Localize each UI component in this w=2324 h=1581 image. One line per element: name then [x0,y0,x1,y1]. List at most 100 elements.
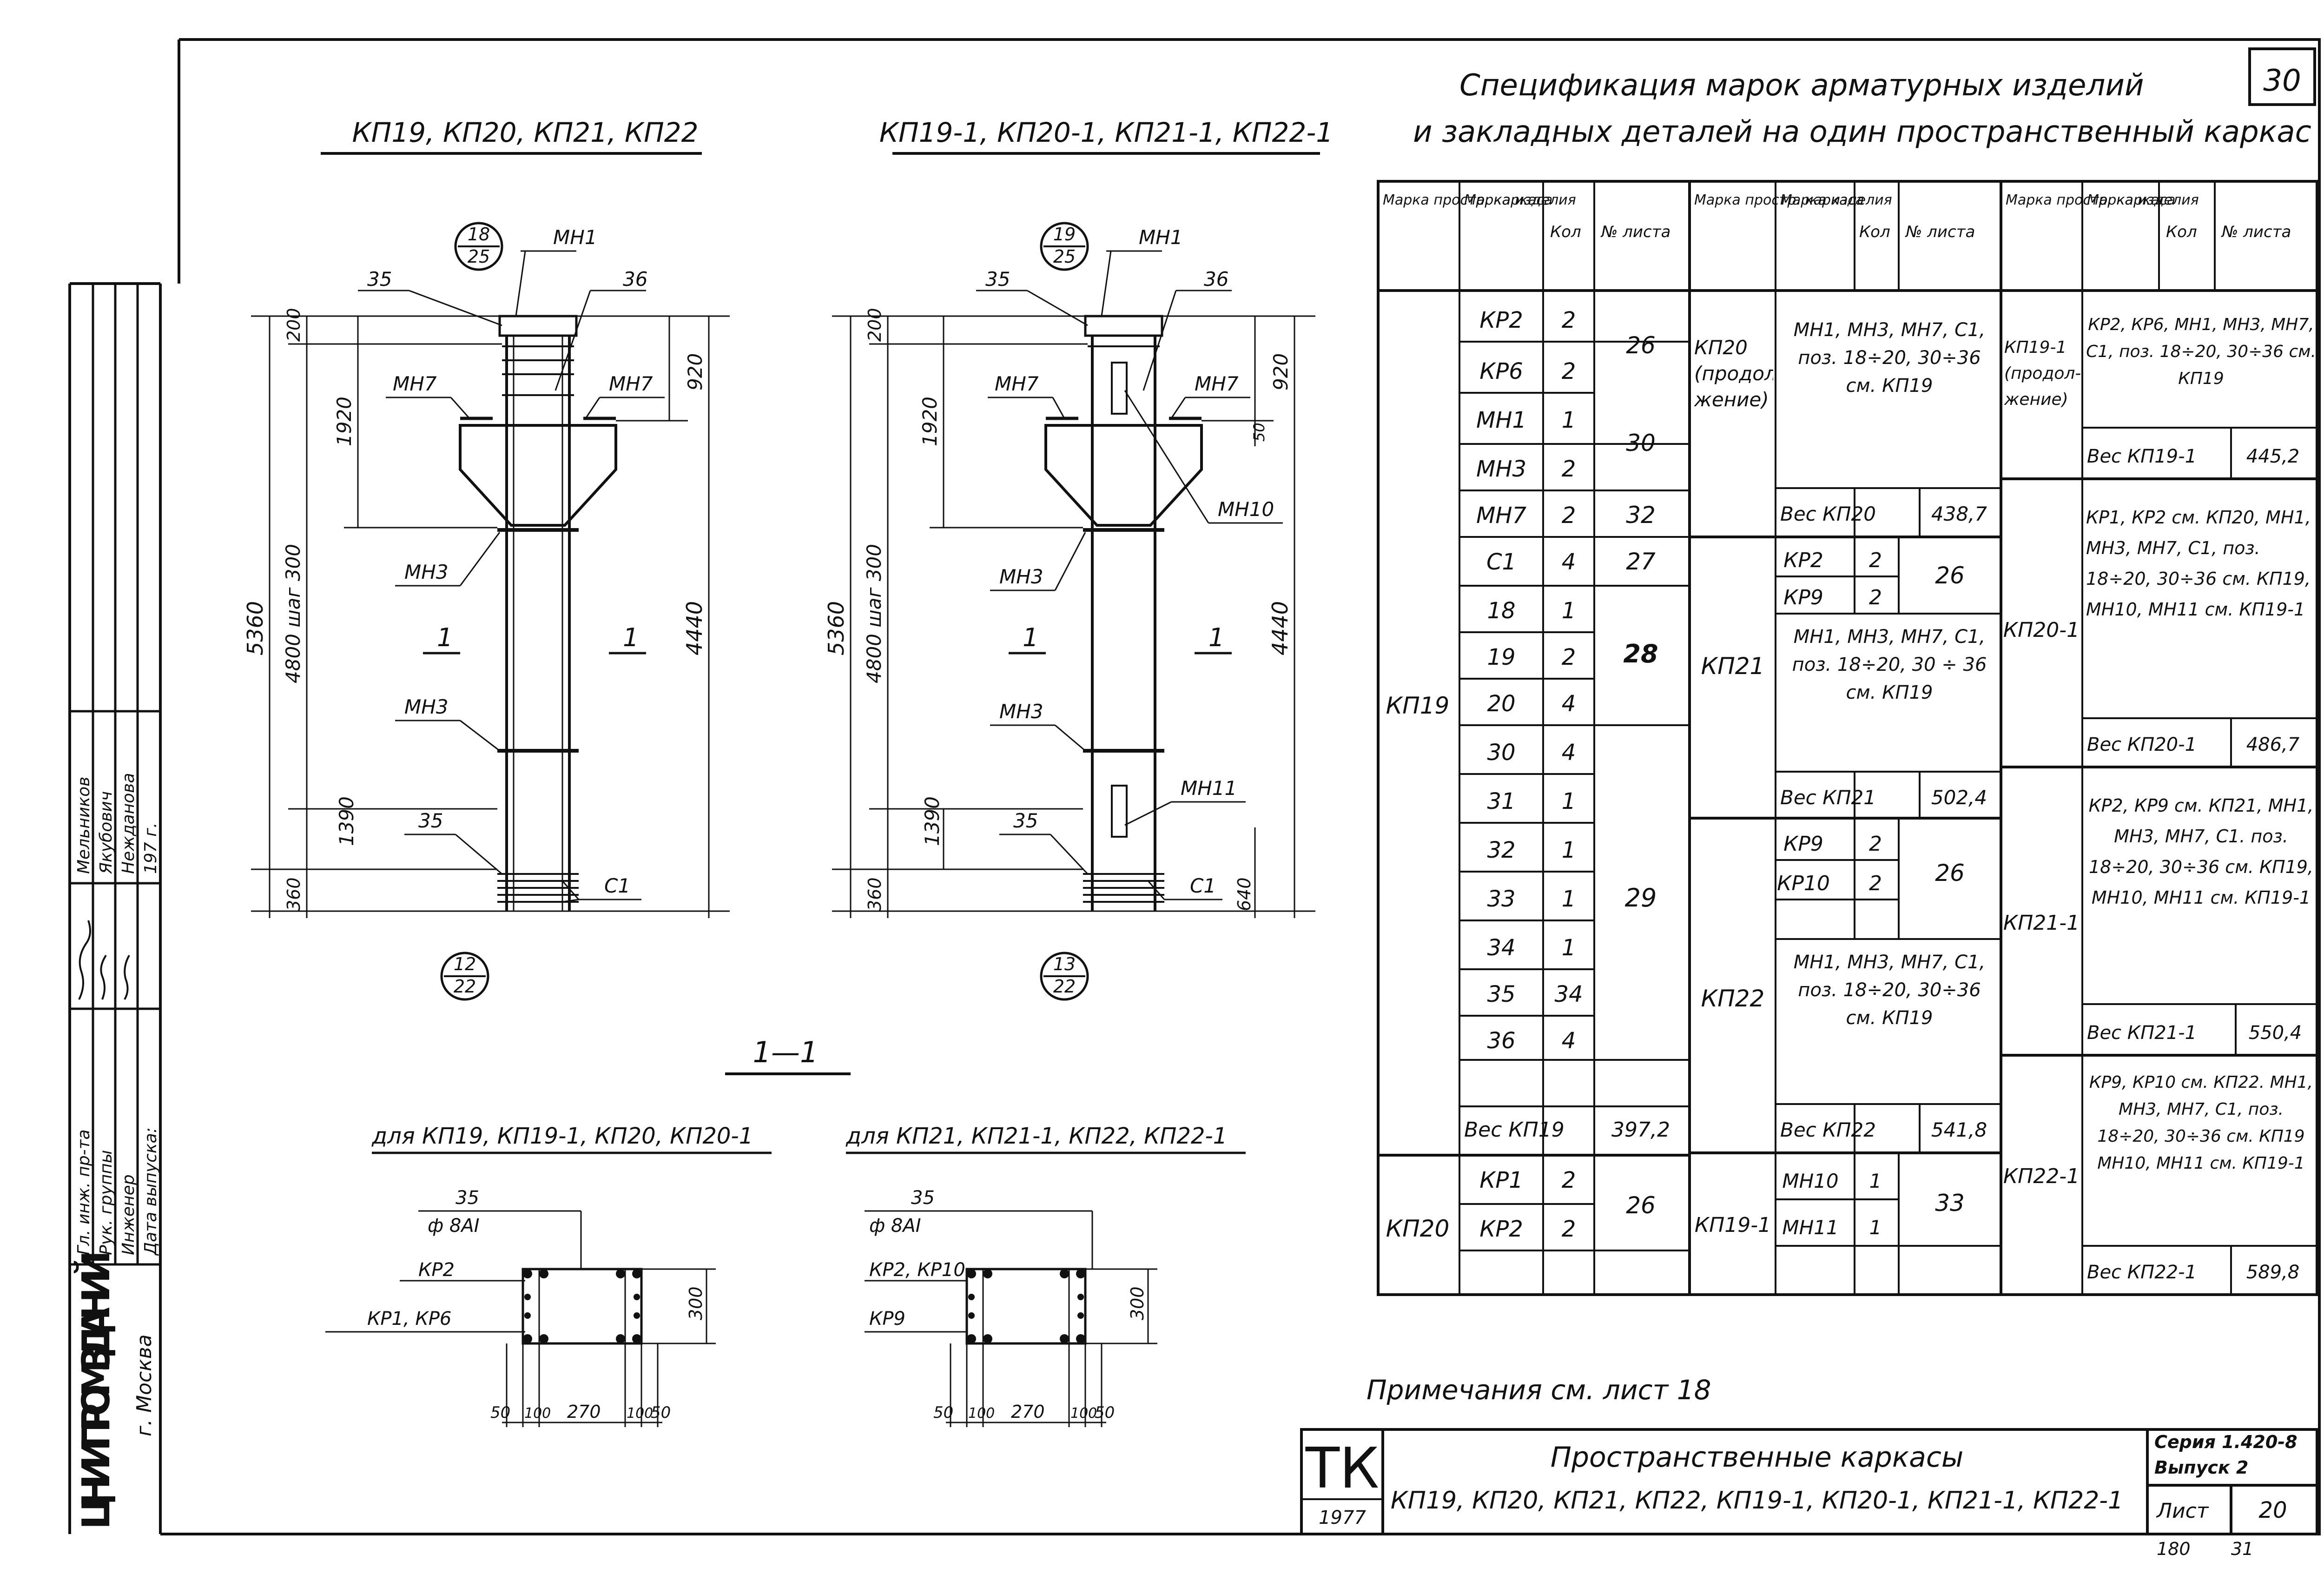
sheet-32: 32 [1626,502,1656,529]
label-mn7-right: МН7 [609,372,653,395]
weight-kp21-label: Вес КП21 [1780,786,1876,809]
svg-text:34: 34 [1487,935,1515,961]
side-stamp: Гл. инж. пр-та Рук. группы Инженер Дата … [70,284,160,1529]
svg-text:С1: С1 [1486,549,1516,575]
section-right: для КП21, КП21-1, КП22, КП22-1 35 ф 8АI … [845,1123,1246,1427]
dim-270: 270 [1011,1402,1045,1422]
svg-text:30: 30 [1487,740,1515,766]
kp21-text: МН1, МН3, МН7, С1, поз. 18÷20, 30 ÷ 36 с… [1792,626,1987,703]
svg-text:МН3: МН3 [1476,456,1526,482]
sheet-27: 27 [1626,548,1656,575]
svg-text:1: 1 [1562,837,1576,863]
dim-100-left: 100 [524,1405,551,1422]
kp20-1-text: КР1, КР2 см. КП20, МН1, МН3, МН7, С1, по… [2086,507,2311,620]
svg-text:КР1: КР1 [1479,1167,1523,1193]
stamp-city: г. Москва [132,1334,156,1436]
weight-kp22-label: Вес КП22 [1780,1118,1876,1141]
frame-kp22: КП22 [1701,985,1765,1012]
header-sheet-2: № листа [1905,223,1975,241]
sheet-number-box: 30 [2248,47,2316,106]
weight-kp19-1: 445,2 [2246,446,2300,467]
weight-kp21-1-label: Вес КП21-1 [2087,1022,2197,1044]
svg-text:4: 4 [1562,1028,1576,1054]
dim-200: 200 [284,308,304,342]
svg-text:34: 34 [1554,981,1583,1007]
label-rebar: ф 8АI [428,1215,480,1237]
svg-text:КР6: КР6 [1479,358,1523,384]
specification: Спецификация марок арматурных изделий и … [1377,68,2318,1296]
header-sheet-3: № листа [2221,223,2291,241]
section-left-caption: для КП19, КП19-1, КП20, КП20-1 [371,1123,753,1149]
spec-col-2: КП20 (продол- жение) МН1, МН3, МН7, С1, … [1694,319,1987,1239]
label-35-bottom: 35 [418,809,443,832]
dim-50-left: 50 [490,1403,510,1422]
svg-text:4: 4 [1562,691,1576,717]
section-mark-right: 1 [623,623,639,652]
spec-col-1: КП19 КР2 2 КР6 2 МН1 1 МН3 2 МН7 2 С1 4 … [1386,307,1670,1242]
svg-text:18: 18 [1487,598,1515,624]
header-mark-frame-3: Марка простр. каркаса [2006,192,2175,208]
dim-200: 200 [865,308,885,342]
svg-text:22: 22 [454,976,476,997]
weight-kp20-label: Вес КП20 [1780,503,1876,525]
section-right-caption: для КП21, КП21-1, КП22, КП22-1 [845,1123,1227,1149]
sheet-26-kp21: 26 [1935,562,1965,589]
stamp-name-3: Неждановa [119,773,138,874]
kp22-1-text: КР9, КР10 см. КП22. МН1, МН3, МН7, С1, п… [2089,1073,2313,1173]
svg-text:12: 12 [454,954,476,974]
kp19-1-cont-text: КР2, КР6, МН1, МН3, МН7, С1, поз. 18÷20,… [2086,315,2316,388]
svg-text:2: 2 [1562,307,1576,333]
svg-text:1: 1 [1562,788,1576,814]
stamp-role-2: Рук. группы [97,1150,116,1255]
spec-headers: Марка простр. каркаса Марка изделия Кол … [1383,192,2291,241]
stamp-role-1: Гл. инж. пр-та [74,1129,93,1255]
dim-300: 300 [1127,1286,1148,1320]
svg-text:КР9: КР9 [1783,832,1823,856]
weight-kp20-1: 486,7 [2246,734,2300,755]
label-c1: С1 [604,874,630,897]
header-mark-frame-1: Марка простр. каркаса [1383,192,1552,208]
frame-kp19-1: КП19-1 [1695,1213,1771,1237]
stamp-organization: ЦНИИПРОМЗДАНИЙ [74,1250,119,1529]
dim-1390: 1390 [335,796,358,846]
label-mn7-left: МН7 [393,372,437,395]
under-right-number: 31 [2231,1539,2253,1559]
label-c1: С1 [1190,874,1216,897]
marker-circle-top: 18 25 [454,222,503,271]
svg-text:КР10: КР10 [1777,872,1830,895]
sheet-number: 30 [2263,64,2301,98]
dim-5360: 5360 [243,601,268,655]
svg-text:КР2: КР2 [1479,307,1523,333]
stamp-role-4: Дата выпуска: [141,1127,160,1256]
weight-kp19-label: Вес КП19 [1464,1118,1565,1142]
sheet-value: 20 [2258,1497,2287,1523]
notes-reference: Примечания см. лист 18 [1367,1374,1711,1406]
spec-grid [1377,180,2318,1296]
svg-text:18: 18 [468,224,490,245]
dim-1920: 1920 [333,397,356,446]
section-title: 1—1 [753,1035,819,1069]
sheet-28: 28 [1623,639,1658,668]
sheet-26-kp22: 26 [1935,860,1965,886]
kp21-1-text: КР2, КР9 см. КП21, МН1, МН3, МН7, С1. по… [2088,795,2314,908]
svg-text:2: 2 [1562,358,1576,384]
dim-920: 920 [1269,353,1292,390]
kp22-text: МН1, МН3, МН7, С1, поз. 18÷20, 30÷36 см.… [1793,952,1986,1029]
kp20-cont-text: МН1, МН3, МН7, С1, поз. 18÷20, 30÷36 см.… [1793,319,1986,397]
svg-text:МН7: МН7 [1476,503,1527,529]
weight-kp20-1-label: Вес КП20-1 [2087,734,2197,755]
dim-100-left: 100 [968,1405,995,1422]
sheet-26-kp20: 26 [1626,1192,1656,1219]
spec-title-line-1: Спецификация марок арматурных изделий [1459,68,2144,103]
sheet-29: 29 [1625,883,1657,913]
svg-text:1: 1 [1869,1216,1882,1239]
weight-kp21-1: 550,4 [2249,1022,2302,1044]
label-mn3-top: МН3 [404,561,449,583]
svg-text:МН11: МН11 [1782,1216,1838,1239]
svg-text:2: 2 [1562,1216,1576,1242]
dim-360: 360 [284,877,304,911]
weight-kp21: 502,4 [1931,786,1987,809]
label-mn3-bottom: МН3 [999,700,1043,723]
dim-100-right: 100 [627,1405,653,1422]
